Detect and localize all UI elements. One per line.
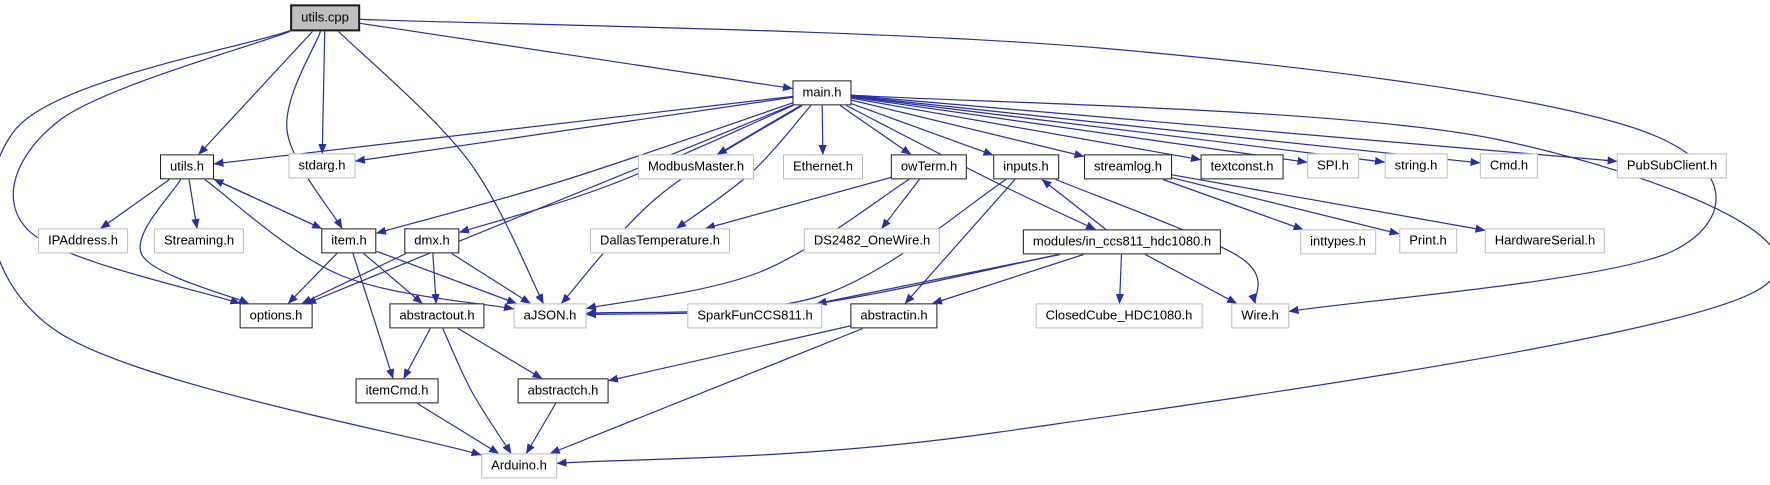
include-edge-main-h-to-owterm-h [839,105,912,155]
include-edge-main-h-to-ajson-h [560,104,803,304]
graph-node-inputs-h[interactable]: inputs.h [993,154,1059,180]
include-edge-abstractout-h-to-abstractch-h [457,327,543,380]
graph-node-ipaddress-h[interactable]: IPAddress.h [38,228,128,254]
graph-node-options-h[interactable]: options.h [239,303,313,329]
include-edge-main-h-to-utils-h [213,95,793,167]
include-edge-owterm-h-to-ajson-h [586,178,910,311]
include-edge-main-h-to-streamlog-h [851,99,1085,159]
graph-node-streamlog-h[interactable]: streamlog.h [1084,154,1172,180]
include-edge-main-h-to-textconst-h [851,97,1201,163]
include-edge-item-h-to-itemcmd-h [352,253,395,379]
include-edge-modules-h-to-wire-h [1145,253,1238,305]
include-edge-abstractch-h-to-arduino-h [525,403,557,454]
graph-node-owterm-h[interactable]: owTerm.h [890,154,968,180]
graph-node-ajson-h[interactable]: aJSON.h [513,303,587,329]
graph-node-utils-h[interactable]: utils.h [160,154,214,180]
include-edge-owterm-h-to-ds2482-h [881,179,920,229]
include-edge-main-h-to-arduino-h [556,94,1770,467]
include-edge-streamlog-h-to-hardwareserial-h [1171,174,1486,233]
include-edge-abstractin-h-to-abstractch-h [608,325,851,383]
include-edge-main-h-to-item-h [376,102,793,235]
include-edge-main-h-to-ethernet-h [818,105,827,155]
include-edge-main-h-to-dmx-h [459,104,794,234]
include-edge-utils-cpp-to-options-h [12,30,291,305]
graph-node-streaming-h[interactable]: Streaming.h [153,228,245,254]
include-edge-utils-cpp-to-item-h [286,31,343,229]
include-edge-modules-h-to-closedcube-h [1115,254,1124,304]
include-edge-owterm-h-to-dallastemperature-h [704,176,892,230]
graph-node-stdarg-h[interactable]: stdarg.h [288,153,356,179]
include-edge-item-h-to-abstractout-h [363,253,423,304]
graph-node-modbusmaster-h[interactable]: ModbusMaster.h [637,154,755,180]
graph-node-utils-cpp[interactable]: utils.cpp [290,4,360,32]
include-edge-main-h-to-pubsubclient-h [851,94,1618,165]
include-edge-main-h-to-options-h [306,104,793,305]
include-edge-modules-h-to-sparkfun-h [816,253,1061,306]
graph-node-textconst-h[interactable]: textconst.h [1200,154,1284,180]
graph-node-print-h[interactable]: Print.h [1399,228,1457,254]
include-edge-utils-h-to-options-h [139,179,249,305]
graph-node-inttypes-h[interactable]: inttypes.h [1300,229,1376,255]
include-edge-utils-cpp-to-main-h [359,22,793,92]
graph-node-sparkfun-h[interactable]: SparkFunCCS811.h [687,303,823,329]
graph-node-closedcube-h[interactable]: ClosedCube_HDC1080.h [1035,303,1203,329]
include-edge-main-h-to-modbusmaster-h [716,104,802,156]
include-edge-abstractout-h-to-arduino-h [442,328,512,454]
graph-node-modules-h[interactable]: modules/in_ccs811_hdc1080.h [1022,229,1222,255]
graph-node-abstractin-h[interactable]: abstractin.h [850,303,938,329]
include-edge-inputs-h-to-ajson-h [586,178,1007,317]
include-edge-abstractout-h-to-itemcmd-h [403,328,431,379]
include-edge-utils-h-to-streaming-h [188,179,200,229]
graph-node-string-h[interactable]: string.h [1384,153,1448,179]
include-edge-main-h-to-modules-h [846,104,1096,231]
include-edge-abstractin-h-to-arduino-h [549,327,863,455]
include-edge-utils-cpp-to-wire-h [359,18,1717,314]
graph-node-ds2482-h[interactable]: DS2482_OneWire.h [803,228,941,254]
graph-node-dmx-h[interactable]: dmx.h [404,228,460,254]
graph-node-itemcmd-h[interactable]: itemCmd.h [355,378,439,404]
include-edge-utils-cpp-to-utils-h [198,31,313,155]
include-edge-streamlog-h-to-print-h [1171,177,1400,236]
include-edge-modules-h-to-ajson-h [586,253,1060,319]
graph-node-main-h[interactable]: main.h [792,80,852,106]
include-edge-modules-h-to-abstractin-h [932,253,1084,305]
include-edge-inputs-h-to-abstractin-h [904,179,1016,304]
graph-node-abstractch-h[interactable]: abstractch.h [517,378,609,404]
graph-node-wire-h[interactable]: Wire.h [1231,303,1289,329]
include-edge-modules-h-to-inputs-h [1041,179,1107,230]
include-edge-itemcmd-h-to-arduino-h [417,402,500,455]
include-edge-dmx-h-to-ajson-h [451,252,531,305]
include-edge-item-h-to-options-h [287,253,338,304]
graph-node-abstractout-h[interactable]: abstractout.h [389,303,485,329]
graph-node-dallastemperature-h[interactable]: DallasTemperature.h [590,228,730,254]
include-edge-utils-cpp-to-stdarg-h [318,31,327,154]
include-edge-utils-cpp-to-arduino-h [0,30,482,457]
include-edge-main-h-to-spi-h [851,96,1308,166]
include-edge-utils-h-to-ipaddress-h [100,179,170,229]
graph-node-item-h[interactable]: item.h [321,228,377,254]
include-edge-item-h-to-ajson-h [376,250,517,305]
include-edge-dmx-h-to-abstractout-h [431,253,440,304]
include-edge-main-h-to-cmd-h [851,95,1481,166]
include-edge-main-h-to-string-h [851,96,1385,166]
include-edge-main-h-to-inputs-h [851,103,994,156]
graph-node-arduino-h[interactable]: Arduino.h [481,453,557,479]
include-edge-streamlog-h-to-inttypes-h [1162,178,1304,231]
include-edge-utils-cpp-to-ajson-h [338,31,544,304]
graph-node-spi-h[interactable]: SPI.h [1307,153,1359,179]
graph-node-pubsubclient-h[interactable]: PubSubClient.h [1616,153,1728,179]
include-edge-main-h-to-stdarg-h [355,96,793,164]
include-edge-item-h-to-utils-h [213,178,322,230]
include-edge-utils-h-to-ajson-h [204,179,514,312]
graph-node-cmd-h[interactable]: Cmd.h [1479,153,1539,179]
graph-node-hardwareserial-h[interactable]: HardwareSerial.h [1484,228,1606,254]
graph-node-ethernet-h[interactable]: Ethernet.h [783,154,863,180]
include-edge-dmx-h-to-options-h [301,252,407,305]
